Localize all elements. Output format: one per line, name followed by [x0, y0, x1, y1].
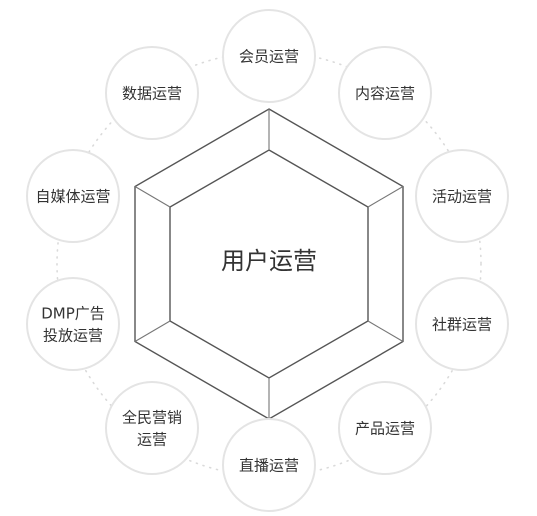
node-data: 数据运营 [105, 46, 199, 140]
node-activity: 活动运营 [415, 149, 509, 243]
center-label: 用户运营 [221, 247, 317, 275]
connecting-ring [56, 51, 482, 477]
node-label: 产品运营 [355, 420, 415, 438]
node-circle [415, 277, 509, 371]
node-circle [105, 46, 199, 140]
node-circle [105, 381, 199, 475]
node-label: 自媒体运营 [35, 188, 110, 206]
node-product: 产品运营 [338, 381, 432, 475]
node-circle [415, 149, 509, 243]
node-label: 运营 [137, 431, 167, 449]
hexagon-spoke [367, 320, 404, 342]
node-circle [222, 9, 316, 103]
node-label: 投放运营 [43, 327, 103, 345]
node-label: DMP广告 [41, 305, 105, 323]
node-label: 活动运营 [432, 188, 492, 206]
node-self-media: 自媒体运营 [26, 149, 120, 243]
node-circle [338, 381, 432, 475]
hexagon-spoke [134, 186, 171, 208]
node-livestream: 直播运营 [222, 418, 316, 512]
node-label: 会员运营 [239, 48, 299, 66]
node-label: 全民营销 [122, 409, 182, 427]
node-label: 社群运营 [432, 316, 492, 334]
node-label: 内容运营 [355, 85, 415, 103]
hexagon-spoke [134, 320, 171, 342]
node-label: 直播运营 [239, 457, 299, 475]
node-circle [26, 277, 120, 371]
center-hexagon: 用户运营 [134, 108, 404, 420]
node-label: 数据运营 [122, 85, 182, 103]
node-member: 会员运营 [222, 9, 316, 103]
node-community: 社群运营 [415, 277, 509, 371]
node-content: 内容运营 [338, 46, 432, 140]
hexagon-spoke [367, 186, 404, 208]
node-circle [338, 46, 432, 140]
node-circle [26, 149, 120, 243]
node-circle [222, 418, 316, 512]
